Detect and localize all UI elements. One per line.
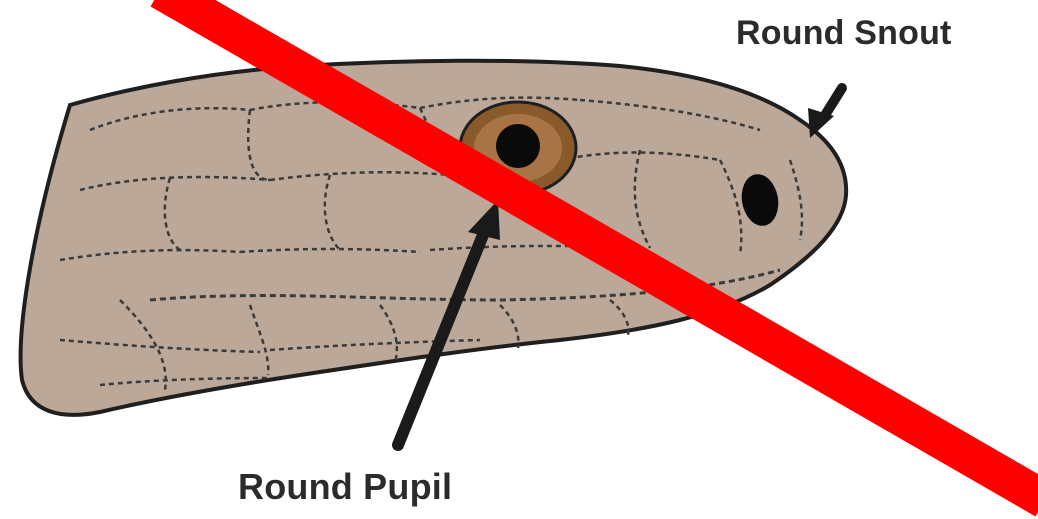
round-snout-label: Round Snout [736, 14, 952, 53]
snout-arrow [808, 88, 842, 138]
round-pupil-label: Round Pupil [238, 466, 452, 508]
pupil [496, 124, 540, 168]
